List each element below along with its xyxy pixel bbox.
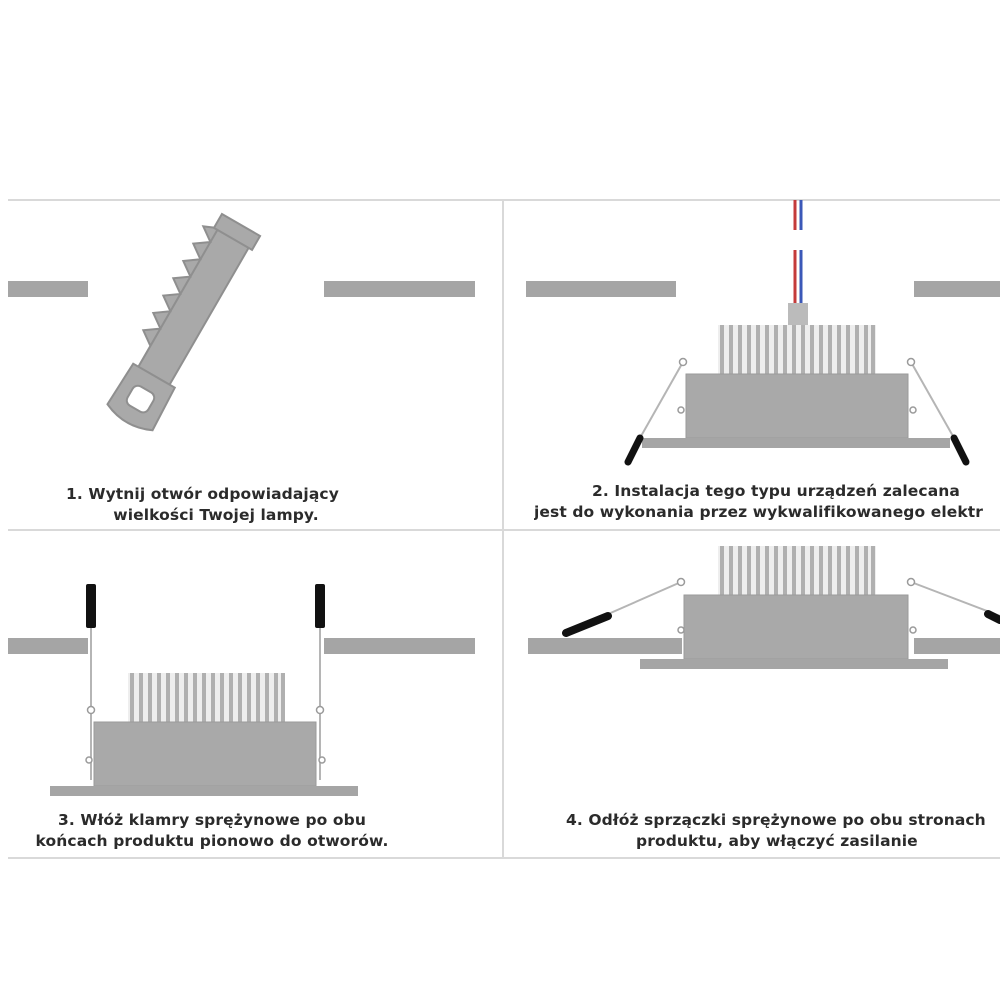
saw-icon: [99, 209, 263, 435]
step-3-caption: 3. Włóż klamry sprężynowe po obu końcach…: [22, 810, 402, 852]
step-4-caption: 4. Odłóż sprzączki sprężynowe po obu str…: [566, 810, 1000, 852]
ceiling-left: [8, 638, 88, 654]
heat-sink: [718, 546, 876, 596]
panel-2-connect-wires: [526, 200, 1000, 462]
step-4-line-1: 4. Odłóż sprzączki sprężynowe po obu str…: [566, 810, 1000, 831]
heat-sink: [128, 673, 285, 723]
lamp-trim: [642, 438, 950, 448]
step-2-caption: 2. Instalacja tego typu urządzeń zalecan…: [534, 481, 1000, 523]
step-3-line-1: 3. Włóż klamry sprężynowe po obu: [22, 810, 402, 831]
spring-clip-left: [566, 579, 685, 634]
ceiling-left: [526, 281, 676, 297]
ceiling-right: [324, 638, 475, 654]
panel-4-release-clips: [528, 546, 1000, 669]
lamp-body: [684, 595, 908, 659]
ceiling-right: [324, 281, 475, 297]
step-1-caption: 1. Wytnij otwór odpowiadający wielkości …: [66, 484, 366, 526]
step-4-line-2: produktu, aby włączyć zasilanie: [566, 831, 1000, 852]
step-2-line-2: jest do wykonania przez wykwalifikowaneg…: [534, 502, 1000, 523]
lamp-trim: [640, 659, 948, 669]
step-2-line-1: 2. Instalacja tego typu urządzeń zalecan…: [534, 481, 1000, 502]
lamp-body: [686, 374, 908, 438]
power-wires: [788, 200, 808, 325]
step-3-line-2: końcach produktu pionowo do otworów.: [22, 831, 402, 852]
lamp-trim: [50, 786, 358, 796]
heat-sink: [718, 325, 876, 375]
panel-3-insert-clips: [8, 584, 475, 796]
panel-1-cut-hole: [8, 209, 475, 435]
ceiling-left: [8, 281, 88, 297]
step-1-line-1: 1. Wytnij otwór odpowiadający: [66, 484, 366, 505]
step-1-line-2: wielkości Twojej lampy.: [66, 505, 366, 526]
ceiling-right: [914, 638, 1000, 654]
spring-clip-right: [908, 579, 1000, 634]
lamp-body: [94, 722, 316, 786]
ceiling-left: [528, 638, 682, 654]
ceiling-right: [914, 281, 1000, 297]
